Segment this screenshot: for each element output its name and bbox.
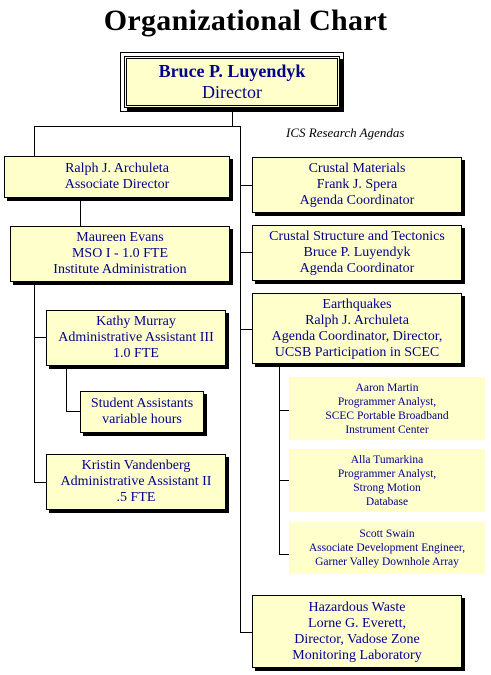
- box-line: Associate Director: [64, 177, 170, 192]
- box-line: Crustal Structure and Tectonics: [269, 229, 445, 244]
- crustal-structure-box: Crustal Structure and Tectonics Bruce P.…: [252, 225, 462, 281]
- box-line: Aaron Martin: [355, 381, 419, 394]
- connector-associate-msoi: [80, 198, 81, 226]
- connector-right-trunk: [240, 126, 241, 632]
- connector-alla: [279, 480, 289, 481]
- connector-kathy-students: [66, 366, 67, 412]
- box-line: Lorne G. Everett,: [308, 615, 406, 631]
- alla-tumarkina-box: Alla Tumarkina Programmer Analyst, Stron…: [289, 449, 485, 512]
- connector-crustal-structure: [240, 252, 252, 253]
- hazardous-waste-box: Hazardous Waste Lorne G. Everett, Direct…: [252, 595, 462, 668]
- director-name: Bruce P. Luyendyk: [158, 61, 306, 81]
- director-box: Bruce P. Luyendyk Director: [120, 52, 344, 112]
- connector-left-trunk: [34, 126, 35, 156]
- box-line: Database: [365, 495, 409, 508]
- box-line: Frank J. Spera: [316, 177, 398, 192]
- earthquakes-box: Earthquakes Ralph J. Archuleta Agenda Co…: [252, 293, 462, 364]
- box-line: Kathy Murray: [96, 314, 176, 329]
- research-agendas-caption: ICS Research Agendas: [286, 125, 405, 140]
- box-line: Hazardous Waste: [308, 599, 406, 615]
- box-line: Garner Valley Downhole Array: [315, 556, 459, 568]
- box-line: 1.0 FTE: [113, 346, 159, 361]
- box-line: SCEC Portable Broadband: [325, 409, 449, 422]
- box-line: Associate Development Engineer,: [308, 542, 466, 554]
- box-line: Administrative Assistant III: [58, 330, 214, 345]
- page-title: Organizational Chart: [103, 4, 388, 37]
- associate-director-box: Ralph J. Archuleta Associate Director: [4, 156, 230, 198]
- box-line: Ralph J. Archuleta: [65, 161, 169, 176]
- connector-aaron: [279, 410, 289, 411]
- box-line: Bruce P. Luyendyk: [303, 245, 411, 260]
- connector-crustal-materials: [240, 185, 252, 186]
- kathy-murray-box: Kathy Murray Administrative Assistant II…: [46, 310, 226, 366]
- box-line: Crustal Materials: [308, 161, 406, 176]
- box-line: Director, Vadose Zone: [294, 631, 420, 647]
- box-line: Maureen Evans: [76, 230, 164, 245]
- box-line: Kristin Vandenberg: [81, 458, 191, 473]
- box-line: Ralph J. Archuleta: [305, 312, 409, 328]
- connector-director-down: [232, 108, 233, 127]
- box-line: Monitoring Laboratory: [292, 647, 422, 663]
- connector-earthquakes-staff: [279, 364, 280, 554]
- box-line: UCSB Participation in SCEC: [274, 344, 440, 360]
- box-line: Institute Administration: [53, 262, 187, 277]
- box-line: Student Assistants: [90, 396, 194, 411]
- connector-top-horizontal: [34, 126, 241, 127]
- box-line: MSO I - 1.0 FTE: [71, 246, 169, 261]
- box-line: Agenda Coordinator, Director,: [271, 328, 443, 344]
- connector-kristin: [34, 482, 46, 483]
- box-line: Earthquakes: [322, 296, 392, 312]
- box-line: Agenda Coordinator: [299, 193, 415, 208]
- box-line: Programmer Analyst,: [337, 395, 437, 408]
- box-line: Administrative Assistant II: [60, 474, 212, 489]
- msoi-box: Maureen Evans MSO I - 1.0 FTE Institute …: [10, 226, 230, 282]
- box-line: Instrument Center: [345, 423, 429, 436]
- box-line: Agenda Coordinator: [299, 261, 415, 276]
- director-role: Director: [202, 82, 262, 102]
- connector-scott: [279, 554, 289, 555]
- box-line: Scott Swain: [359, 528, 415, 540]
- connector-kathy: [34, 337, 46, 338]
- crustal-materials-box: Crustal Materials Frank J. Spera Agenda …: [252, 157, 462, 213]
- connector-students: [66, 411, 80, 412]
- connector-hazardous: [240, 632, 252, 633]
- box-line: variable hours: [102, 412, 182, 427]
- box-line: Alla Tumarkina: [350, 453, 424, 466]
- box-line: Programmer Analyst,: [337, 467, 437, 480]
- box-line: .5 FTE: [116, 490, 156, 505]
- scott-swain-box: Scott Swain Associate Development Engine…: [289, 522, 485, 574]
- aaron-martin-box: Aaron Martin Programmer Analyst, SCEC Po…: [289, 377, 485, 440]
- kristin-vandenberg-box: Kristin Vandenberg Administrative Assist…: [46, 454, 226, 510]
- box-line: Strong Motion: [353, 481, 421, 494]
- student-assistants-box: Student Assistants variable hours: [80, 391, 204, 433]
- connector-earthquakes: [240, 329, 252, 330]
- connector-msoi-trunk: [34, 282, 35, 482]
